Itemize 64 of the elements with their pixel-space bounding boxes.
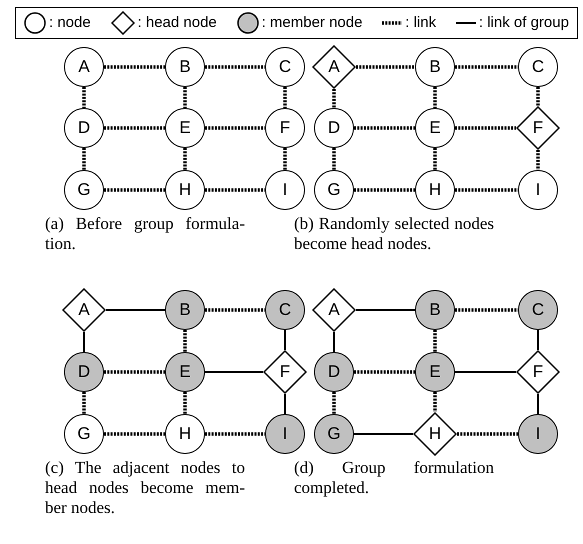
dotted-link	[332, 148, 336, 170]
dotted-link	[354, 188, 415, 192]
dotted-link	[205, 432, 265, 436]
dotted-link	[433, 87, 437, 108]
dotted-link	[104, 432, 165, 436]
dotted-link	[354, 370, 415, 374]
head-node-diamond: A	[312, 288, 356, 332]
dotted-link	[332, 392, 336, 414]
dotted-link	[332, 89, 336, 108]
dotted-link	[354, 126, 415, 130]
dotted-link	[536, 150, 540, 170]
group-link	[354, 433, 413, 435]
dotted-link	[205, 65, 265, 69]
group-link	[83, 332, 85, 352]
group-link	[537, 330, 539, 350]
dotted-link	[82, 87, 86, 108]
group-link	[333, 332, 335, 352]
dotted-link	[183, 148, 187, 170]
group-link	[356, 309, 415, 311]
dotted-link	[457, 432, 518, 436]
dotted-link	[104, 188, 165, 192]
group-link	[284, 394, 286, 414]
dotted-link	[455, 65, 518, 69]
dotted-link	[536, 87, 540, 106]
dotted-link	[183, 392, 187, 414]
legend-text: : link	[405, 12, 436, 33]
dotted-link	[82, 392, 86, 414]
dotted-link	[455, 188, 518, 192]
dotted-link	[455, 308, 518, 312]
dotted-link	[104, 65, 165, 69]
dotted-link	[433, 330, 437, 352]
group-link	[205, 371, 263, 373]
panel-caption: (b) Randomly selected nodes become head nodes.	[294, 214, 494, 254]
group-link	[284, 330, 286, 350]
dotted-link	[183, 87, 187, 108]
dotted-link	[356, 65, 415, 69]
head-node-diamond: A	[62, 288, 106, 332]
group-link	[106, 309, 165, 311]
dotted-link	[183, 330, 187, 352]
legend-text: : link of group	[478, 12, 569, 33]
panel-caption: (c) The adjacent nodes to head nodes become mem- ber nodes.	[45, 458, 245, 518]
head-node-diamond: F	[263, 350, 307, 394]
dotted-link	[283, 87, 287, 108]
dotted-link	[205, 308, 265, 312]
group-link	[537, 394, 539, 414]
head-node-diamond: A	[312, 45, 356, 89]
legend-text: : member node	[262, 12, 362, 33]
dotted-link	[104, 126, 165, 130]
dotted-link	[433, 148, 437, 170]
head-node-diamond: F	[516, 106, 560, 150]
dotted-link	[283, 148, 287, 170]
legend-text: : head node	[138, 12, 217, 33]
dotted-link	[205, 126, 265, 130]
dotted-link	[205, 188, 265, 192]
dotted-link	[104, 370, 165, 374]
legend-text: : node	[49, 12, 91, 33]
panel-caption: (a) Before group formula- tion.	[45, 214, 245, 254]
head-node-diamond: F	[516, 350, 560, 394]
dotted-link	[82, 148, 86, 170]
group-link	[455, 371, 516, 373]
head-node-diamond: H	[413, 412, 457, 456]
dotted-link	[433, 392, 437, 412]
panel-caption: (d) Group formulation completed.	[294, 458, 494, 498]
dotted-link	[455, 126, 516, 130]
